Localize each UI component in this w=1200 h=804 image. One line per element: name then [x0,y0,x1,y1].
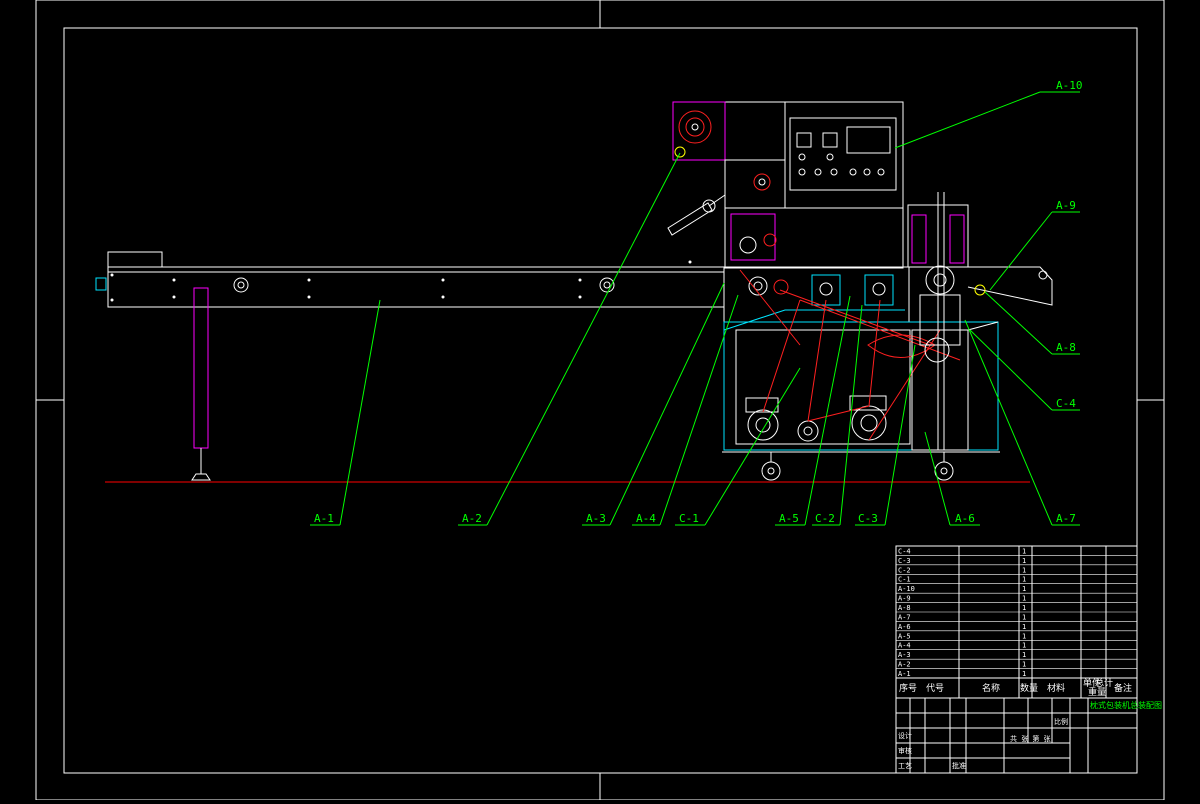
bom-header-weight: 重量 [1088,686,1106,698]
callout-a10: A-10 [1056,79,1083,92]
end-seal-unit [907,192,1053,451]
drawing-title: 枕式包装机总装配图 [1090,700,1162,710]
bom-row-qty: 1 [1022,642,1026,650]
bom-row-code: A-9 [898,595,911,603]
conveyor-holes [110,260,692,302]
bom-header-qty: 数量 [1020,682,1038,694]
label-process: 工艺 [898,762,912,770]
label-scale: 比例 [1054,717,1068,726]
bom-row-code: C-3 [898,557,911,565]
bom-row-qty: 1 [1022,623,1026,631]
bom-row-qty: 1 [1022,670,1026,678]
label-approve: 批准 [952,761,966,770]
infeed-conveyor [95,251,725,481]
callout-a8: A-8 [1056,341,1076,354]
bom-row-qty: 1 [1022,557,1026,565]
label-design: 设计 [898,731,912,740]
bom-header-total-weight: 总计 [1095,677,1113,689]
bom-row-code: C-4 [898,547,911,555]
title-block [895,545,1138,774]
callout-c2: C-2 [815,512,835,525]
bom-row-qty: 1 [1022,632,1026,640]
bom-row-code: A-2 [898,661,911,669]
bom-row-qty: 1 [1022,613,1026,621]
bom-row-qty: 1 [1022,661,1026,669]
callout-a5: A-5 [779,512,799,525]
bom-row-code: A-10 [898,585,915,593]
callout-c1: C-1 [679,512,699,525]
bom-row-code: A-7 [898,613,911,621]
callout-a3: A-3 [586,512,606,525]
callout-a9: A-9 [1056,199,1076,212]
bom-header-code: 代号 [926,683,944,694]
bom-header-seq: 序号 [899,682,917,694]
callout-leaders [310,91,1080,526]
callout-c3: C-3 [858,512,878,525]
bom-row-qty: 1 [1022,566,1026,574]
bom-row-code: C-2 [898,566,911,574]
bom-row-qty: 1 [1022,604,1026,612]
bom-row-code: A-4 [898,642,911,650]
bom-row-qty: 1 [1022,576,1026,584]
bom-header-material: 材料 [1047,682,1065,694]
bom-row-qty: 1 [1022,595,1026,603]
bom-row-code: C-1 [898,576,911,584]
label-sheet: 共 张 第 张 [1010,734,1051,743]
bom-header-name: 名称 [982,682,1000,694]
drawing-frame [35,0,1165,801]
callout-a7: A-7 [1056,512,1076,525]
label-check: 审核 [898,746,912,755]
bom-row-qty: 1 [1022,547,1026,555]
callout-a1: A-1 [314,512,334,525]
bom-row-code: A-8 [898,604,911,612]
bom-row-code: A-1 [898,670,911,678]
bom-row-qty: 1 [1022,651,1026,659]
callout-a6: A-6 [955,512,975,525]
bom-row-code: A-6 [898,623,911,631]
bom-row-qty: 1 [1022,585,1026,593]
callout-a2: A-2 [462,512,482,525]
bom-header-unit-weight: 单件 [1083,677,1101,689]
machine-main-frame [667,101,1000,481]
bom-row-code: A-3 [898,651,911,659]
bom-header-remark: 备注 [1114,682,1132,694]
callout-a4: A-4 [636,512,656,525]
bom-row-code: A-5 [898,632,911,640]
callout-c4: C-4 [1056,397,1076,410]
